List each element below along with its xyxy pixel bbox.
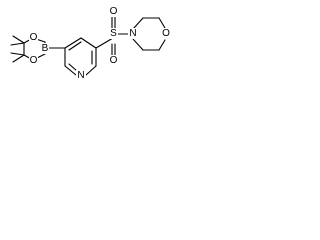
bond	[158, 17, 166, 29]
atom-labels: O O B N S O O N O	[29, 6, 171, 81]
bond	[12, 35, 25, 44]
bond	[158, 39, 166, 51]
bond	[80, 37, 97, 49]
molecule-structure: O O B N S O O N O	[10, 6, 171, 81]
bond	[68, 41, 82, 51]
atom-label-nitrogen: N	[77, 70, 84, 81]
atom-label-oxygen: O	[110, 6, 118, 17]
atom-label-oxygen: O	[110, 55, 118, 66]
bond	[132, 17, 144, 30]
bond	[132, 38, 144, 51]
atom-label-oxygen: O	[30, 32, 38, 43]
bonds	[10, 16, 166, 76]
bond	[95, 37, 114, 49]
atom-label-oxygen: O	[162, 28, 170, 39]
atom-label-boron: B	[42, 43, 49, 54]
bond	[64, 65, 77, 76]
bond	[85, 65, 97, 76]
bond	[64, 37, 82, 49]
atom-label-nitrogen: N	[129, 28, 136, 39]
bond	[68, 63, 78, 72]
bond	[10, 52, 25, 56]
bond	[12, 54, 25, 63]
atom-label-sulfur: S	[110, 28, 117, 39]
atom-label-oxygen: O	[30, 55, 38, 66]
bond	[10, 42, 25, 46]
